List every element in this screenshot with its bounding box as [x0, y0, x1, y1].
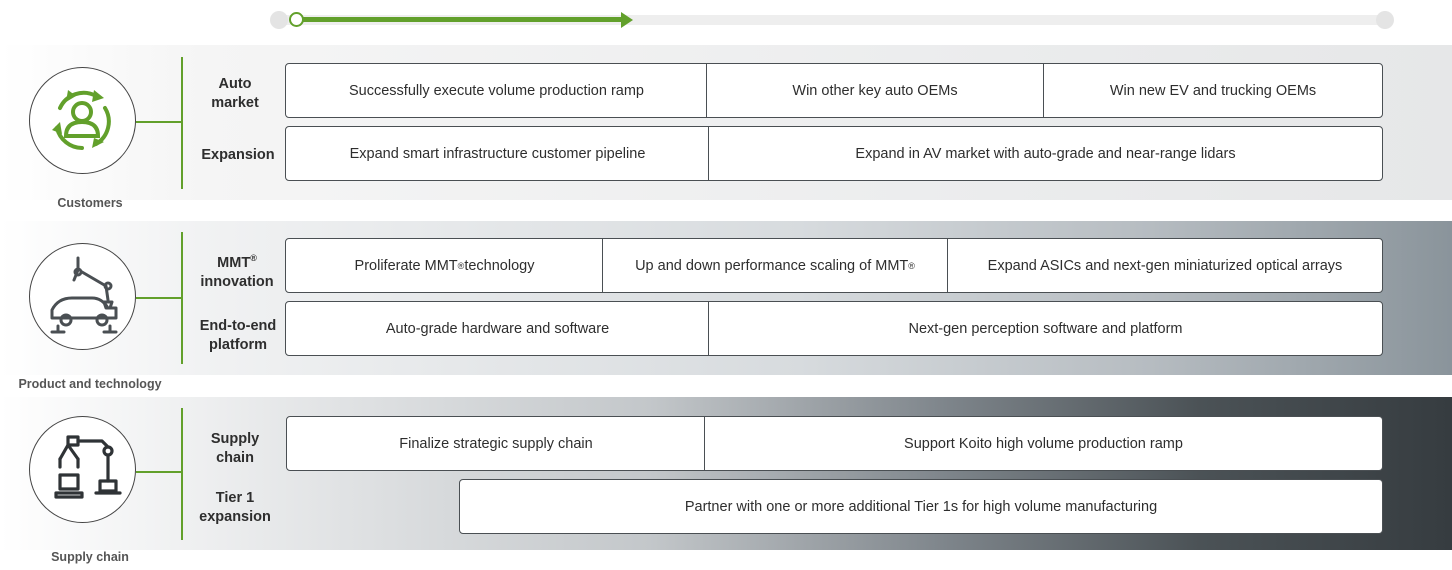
item-mmt-scaling: Up and down performance scaling of MMT® — [635, 257, 915, 274]
product-connector-line — [181, 232, 183, 364]
platform-box — [285, 301, 1383, 356]
category-label-product: Product and technology — [18, 377, 162, 391]
timeline-arrow-icon — [621, 12, 633, 28]
row-label-end-to-end-platform: End-to-end platform — [199, 318, 277, 353]
product-icon-circle — [29, 243, 136, 350]
box-separator — [947, 238, 949, 293]
timeline-start-cap — [270, 11, 288, 29]
box-separator — [708, 126, 710, 181]
supply-connector-line — [181, 408, 183, 540]
mmt-innovation-box — [285, 238, 1383, 293]
timeline-progress-bar — [296, 17, 623, 22]
box-separator — [704, 416, 706, 471]
supply-icon-circle — [29, 416, 136, 523]
customer-cycle-icon — [52, 90, 111, 150]
timeline-end-cap — [1376, 11, 1394, 29]
item-koito-production-ramp: Support Koito high volume production ram… — [904, 435, 1183, 452]
item-smart-infrastructure: Expand smart infrastructure customer pip… — [349, 145, 646, 162]
category-label-supply-chain: Supply chain — [51, 550, 129, 564]
robot-arm-car-icon — [50, 256, 118, 334]
box-separator — [708, 301, 710, 356]
box-separator — [706, 63, 708, 118]
box-separator — [1043, 63, 1045, 118]
item-auto-grade-hw-sw: Auto-grade hardware and software — [385, 320, 610, 337]
customers-icon-circle — [29, 67, 136, 174]
item-win-auto-oems: Win other key auto OEMs — [792, 82, 958, 99]
supply-chain-box — [286, 416, 1383, 471]
box-separator — [602, 238, 604, 293]
item-strategic-supply-chain: Finalize strategic supply chain — [399, 435, 593, 452]
timeline-track — [280, 15, 1386, 25]
supply-connector-tick — [136, 471, 182, 473]
tier1-box — [459, 479, 1383, 534]
row-label-auto-market: Auto market — [211, 76, 259, 111]
item-proliferate-mmt: Proliferate MMT® technology — [354, 257, 535, 274]
item-volume-production-ramp: Successfully execute volume production r… — [349, 82, 644, 99]
item-perception-software: Next-gen perception software and platfor… — [908, 320, 1183, 337]
item-additional-tier1s: Partner with one or more additional Tier… — [684, 498, 1158, 515]
row-label-mmt-innovation: MMT® innovation — [200, 253, 274, 290]
customers-connector-line — [181, 57, 183, 189]
item-win-ev-trucking: Win new EV and trucking OEMs — [1109, 82, 1317, 99]
robot-arm-supply-icon — [54, 435, 122, 499]
customers-connector-tick — [136, 121, 182, 123]
row-label-supply-chain: Supply chain — [210, 431, 260, 466]
product-connector-tick — [136, 297, 182, 299]
timeline-start-marker — [289, 12, 304, 27]
row-label-tier1-expansion: Tier 1 expansion — [199, 490, 271, 525]
auto-market-box — [285, 63, 1383, 118]
item-asics-optical-arrays: Expand ASICs and next-gen miniaturized o… — [987, 257, 1343, 274]
item-av-market: Expand in AV market with auto-grade and … — [855, 145, 1236, 162]
category-label-customers: Customers — [57, 196, 123, 210]
row-label-expansion: Expansion — [201, 147, 275, 163]
expansion-box — [285, 126, 1383, 181]
